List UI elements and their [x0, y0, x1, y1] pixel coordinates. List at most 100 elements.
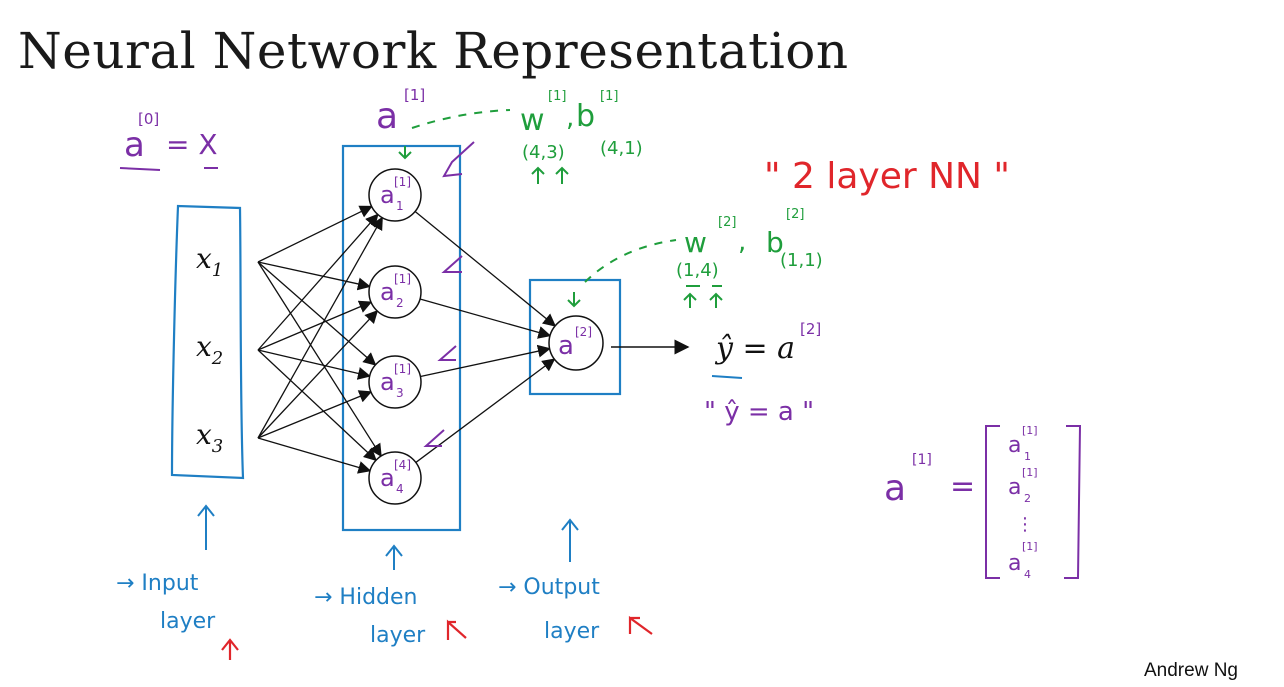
- input-x2: x2: [196, 330, 223, 369]
- svg-text:[1]: [1]: [404, 86, 425, 104]
- svg-text:b: b: [766, 226, 784, 259]
- svg-text:3: 3: [396, 386, 404, 400]
- edge-input-1-hidden-1: [257, 205, 373, 263]
- svg-text:[1]: [1]: [1022, 540, 1038, 553]
- svg-text:a: a: [884, 468, 906, 509]
- svg-text:(1,1): (1,1): [780, 250, 823, 271]
- a1-vector: a [1] = a [1] 1 a [1] 2 ⋮ a [1] 4: [884, 424, 1082, 581]
- vector-entry-1: a [1] 1: [1008, 424, 1038, 463]
- svg-text:a: a: [380, 368, 395, 396]
- hidden-node-2: a [1] 2: [368, 265, 422, 319]
- svg-text:a: a: [124, 125, 145, 165]
- svg-text:layer: layer: [160, 609, 216, 634]
- svg-text:[0]: [0]: [138, 110, 159, 128]
- author-credit: Andrew Ng: [1144, 660, 1238, 681]
- svg-text:[1]: [1]: [600, 89, 618, 104]
- svg-text:[2]: [2]: [718, 215, 736, 230]
- yhat-equation: ŷ = a [2]: [711, 320, 821, 379]
- svg-text:,: ,: [566, 103, 574, 133]
- svg-text:(4,3): (4,3): [522, 142, 565, 163]
- svg-text:[1]: [1]: [394, 272, 411, 286]
- svg-text:→ Hidden: → Hidden: [314, 585, 418, 610]
- edge-input-1-hidden-4: [257, 261, 382, 458]
- svg-text:a: a: [380, 464, 395, 492]
- two-layer-nn-label: " 2 layer NN ": [764, 156, 1010, 197]
- hidden-node-tick-marks: [423, 141, 475, 447]
- svg-text:=: =: [950, 469, 975, 504]
- edge-input-2-hidden-1: [257, 213, 379, 351]
- edge-input-2-hidden-3: [257, 349, 371, 380]
- input-labels: x1 x2 x3: [196, 242, 223, 457]
- input-layer-label: → Input layer: [116, 571, 216, 634]
- edge-input-3-hidden-1: [257, 216, 383, 439]
- svg-text:,: ,: [738, 227, 746, 257]
- a0-equals-x: a [0] = X: [119, 110, 218, 171]
- svg-text:layer: layer: [544, 619, 600, 644]
- up-arrow-icon: [683, 292, 723, 308]
- vector-entry-ellipsis: ⋮: [1016, 514, 1034, 535]
- svg-text:[1]: [1]: [548, 89, 566, 104]
- svg-text:[2]: [2]: [786, 207, 804, 222]
- up-arrow-icon: [197, 504, 579, 570]
- input-x1: x1: [196, 242, 223, 281]
- svg-text:a: a: [380, 181, 395, 209]
- svg-text:⋮: ⋮: [1016, 514, 1034, 535]
- svg-text:a: a: [558, 331, 574, 361]
- edge-input-2-hidden-4: [257, 349, 377, 462]
- svg-text:[1]: [1]: [1022, 466, 1038, 479]
- svg-text:2: 2: [396, 296, 404, 310]
- edge-input-3-hidden-2: [257, 310, 379, 439]
- svg-text:w: w: [684, 226, 707, 259]
- hidden-layer-label: → Hidden layer: [314, 585, 426, 648]
- svg-text:[2]: [2]: [800, 320, 821, 338]
- svg-text:a: a: [1008, 475, 1021, 500]
- svg-text:w: w: [520, 103, 545, 138]
- svg-text:[1]: [1]: [912, 452, 932, 468]
- svg-text:[1]: [1]: [394, 175, 411, 189]
- svg-text:b: b: [576, 99, 595, 134]
- input-x3: x3: [196, 418, 223, 457]
- w2-b2-annotation: w [2] , b [2] (1,4) (1,1): [567, 207, 823, 308]
- caret-icon: [221, 615, 653, 660]
- svg-text:4: 4: [1024, 568, 1031, 581]
- svg-text:2: 2: [1024, 492, 1031, 505]
- hidden-layer-box: [341, 144, 462, 532]
- up-arrow-icon: [531, 166, 569, 184]
- svg-text:4: 4: [396, 482, 404, 496]
- svg-text:[1]: [1]: [1022, 424, 1038, 437]
- svg-text:a: a: [1008, 433, 1021, 458]
- svg-text:a: a: [380, 278, 395, 306]
- svg-text:[1]: [1]: [394, 362, 411, 376]
- input-layer-box: [170, 204, 245, 480]
- edge-input-3-hidden-4: [257, 437, 372, 474]
- svg-text:= X: = X: [166, 128, 218, 161]
- a1-label: a [1]: [376, 86, 425, 137]
- svg-text:→ Output: → Output: [498, 575, 600, 600]
- edge-hidden-1-output: [414, 210, 557, 327]
- yhat-quote: " ŷ = a ": [704, 397, 814, 427]
- vector-entry-2: a [1] 2: [1008, 466, 1038, 505]
- w1-b1-annotation: w [1] , b [1] (4,3) (4,1): [398, 89, 643, 184]
- svg-text:layer: layer: [370, 623, 426, 648]
- edge-hidden-3-output: [420, 344, 551, 378]
- svg-text:[2]: [2]: [575, 325, 592, 339]
- output-layer-box: [528, 278, 622, 396]
- edge-input-3-hidden-3: [257, 390, 373, 439]
- svg-text:a: a: [1008, 551, 1021, 576]
- svg-text:[4]: [4]: [394, 458, 411, 472]
- edge-input-2-hidden-2: [257, 300, 373, 351]
- svg-text:(1,4): (1,4): [676, 260, 719, 281]
- svg-text:1: 1: [396, 199, 404, 213]
- network-edges: [257, 205, 557, 474]
- output-layer-label: → Output layer: [498, 575, 600, 644]
- hidden-node-1: a [1] 1: [368, 168, 422, 222]
- svg-text:1: 1: [1024, 450, 1031, 463]
- hidden-node-3: a [1] 3: [368, 355, 422, 409]
- edge-input-1-hidden-2: [257, 261, 371, 291]
- hidden-node-4: a [4] 4: [368, 451, 422, 505]
- svg-text:a: a: [376, 96, 398, 137]
- edge-hidden-2-output: [419, 298, 552, 339]
- svg-text:ŷ = a: ŷ = a: [714, 331, 795, 366]
- vector-entry-4: a [1] 4: [1008, 540, 1038, 581]
